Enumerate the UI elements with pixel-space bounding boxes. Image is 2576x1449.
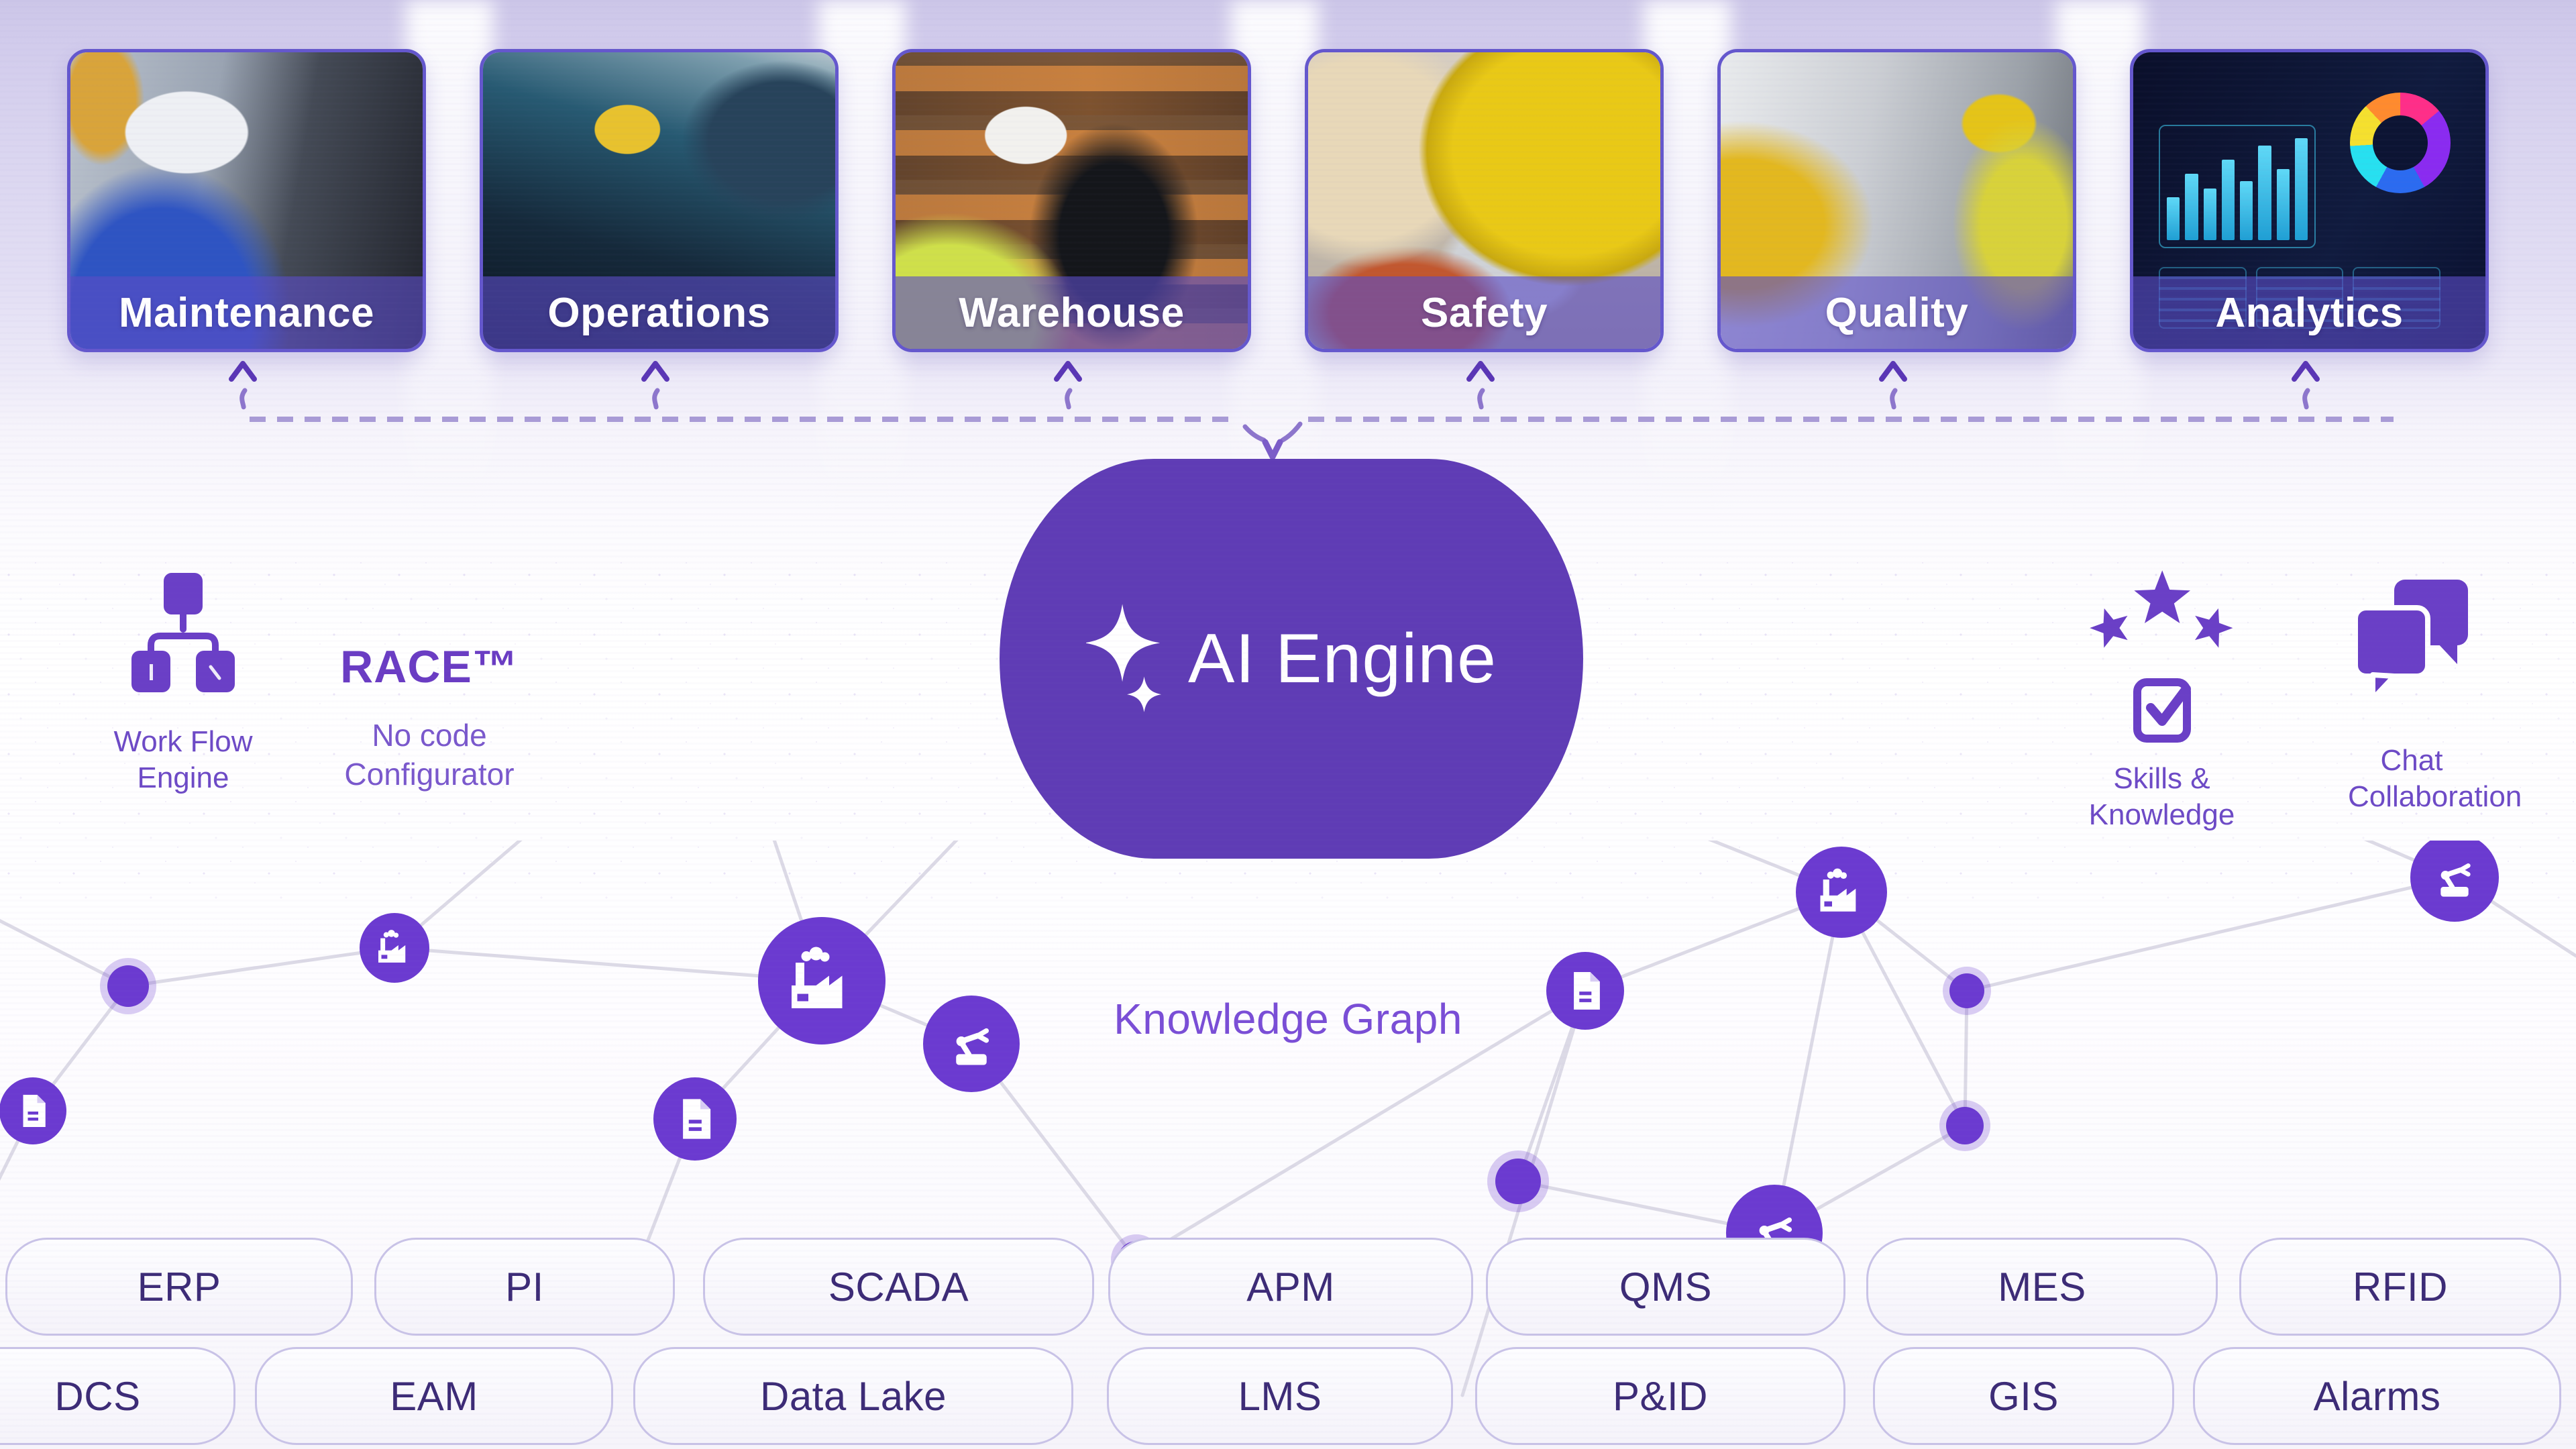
race-title: RACE™: [340, 641, 519, 692]
pill-pid[interactable]: P&ID: [1475, 1347, 1845, 1445]
arrow-down-to-engine: [1242, 421, 1303, 460]
card-operations[interactable]: Operations: [480, 49, 839, 352]
card-label-band: Quality: [1721, 276, 2073, 349]
card-label: Maintenance: [118, 289, 375, 336]
arrow-down-icon: [1262, 439, 1283, 460]
chat-bubbles-icon: [2353, 580, 2468, 702]
feature-skills-knowledge: Skills & Knowledge: [2083, 567, 2241, 833]
chat-label-line2: Collaboration: [2348, 780, 2522, 813]
skills-label-line2: Knowledge: [2088, 798, 2235, 831]
ai-engine-label: AI Engine: [1188, 619, 1497, 698]
graph-nodes: [0, 841, 2499, 1285]
card-label: Warehouse: [959, 289, 1185, 336]
ai-engine[interactable]: AI Engine: [1000, 459, 1583, 859]
card-label: Quality: [1825, 289, 1969, 336]
pill-pi[interactable]: PI: [374, 1238, 675, 1336]
card-label-band: Operations: [483, 276, 835, 349]
pill-lms[interactable]: LMS: [1107, 1347, 1453, 1445]
card-label: Analytics: [2215, 289, 2404, 336]
card-quality[interactable]: Quality: [1717, 49, 2076, 352]
card-label-band: Maintenance: [70, 276, 423, 349]
card-label-band: Warehouse: [896, 276, 1248, 349]
arrow-up-icon: [229, 361, 2320, 382]
card-analytics[interactable]: Analytics: [2130, 49, 2489, 352]
feature-race-configurator: RACE™ No code Configurator: [322, 641, 537, 794]
sparkle-icon: [1086, 604, 1162, 712]
feature-chat-collaboration: Chat Collaboration: [2348, 578, 2522, 815]
knowledge-graph-label: Knowledge Graph: [1114, 995, 1462, 1043]
workflow-label-line1: Work Flow: [113, 725, 253, 758]
race-subtitle-line2: Configurator: [344, 757, 515, 792]
pill-erp[interactable]: ERP: [5, 1238, 353, 1336]
card-label-band: Analytics: [2133, 276, 2485, 349]
card-label: Safety: [1420, 289, 1548, 336]
pill-rfid[interactable]: RFID: [2239, 1238, 2561, 1336]
pill-scada[interactable]: SCADA: [703, 1238, 1094, 1336]
card-label: Operations: [547, 289, 771, 336]
pill-alarms[interactable]: Alarms: [2193, 1347, 2561, 1445]
plain-dot: [100, 958, 1991, 1285]
document-node: [0, 952, 1624, 1161]
pill-dcs[interactable]: DCS: [0, 1347, 235, 1445]
card-safety[interactable]: Safety: [1305, 49, 1664, 352]
pill-gis[interactable]: GIS: [1873, 1347, 2174, 1445]
workflow-label-line2: Engine: [137, 761, 229, 794]
pill-datalake[interactable]: Data Lake: [633, 1347, 1073, 1445]
skills-label-line1: Skills &: [2113, 762, 2210, 795]
robot-arm-node: [923, 841, 2499, 1281]
pill-apm[interactable]: APM: [1108, 1238, 1473, 1336]
card-warehouse[interactable]: Warehouse: [892, 49, 1251, 352]
pill-mes[interactable]: MES: [1866, 1238, 2218, 1336]
dashed-connectors: [229, 361, 2394, 460]
stars-check-icon: [2089, 570, 2233, 743]
pill-eam[interactable]: EAM: [255, 1347, 613, 1445]
race-subtitle-line1: No code: [372, 718, 487, 753]
dashed-branch: [238, 388, 2310, 419]
analytics-donut-decor: [2350, 93, 2451, 193]
pill-qms[interactable]: QMS: [1486, 1238, 1845, 1336]
factory-node: [360, 847, 1887, 1044]
analytics-chart-decor: [2159, 125, 2316, 248]
chat-label-line1: Chat: [2380, 744, 2443, 777]
card-maintenance[interactable]: Maintenance: [67, 49, 426, 352]
feature-workflow-engine: Work Flow Engine: [106, 572, 260, 796]
workflow-tree-icon: [131, 573, 235, 692]
card-label-band: Safety: [1308, 276, 1660, 349]
